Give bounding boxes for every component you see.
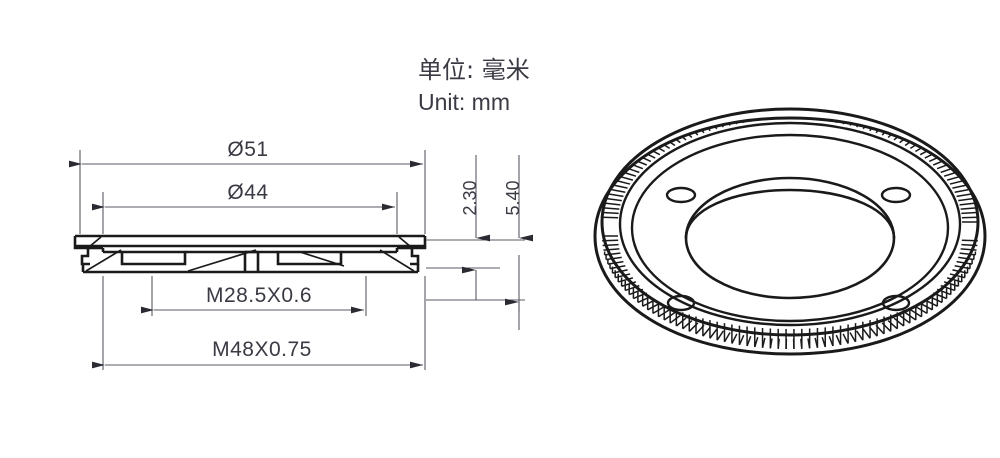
dimension-outer-diameter: Ø51 <box>69 138 426 234</box>
dimension-flange-diameter: Ø44 <box>92 181 398 234</box>
dimension-inner-thread: M28.5X0.6 <box>141 276 367 316</box>
bolt-hole-upper-left <box>665 186 697 204</box>
rim-outer-outline <box>593 116 987 356</box>
flange-face-ellipse <box>630 133 950 323</box>
rim-inner-ellipse <box>618 121 962 327</box>
unit-note-english: Unit: mm <box>418 89 510 115</box>
rim-top-ellipse <box>600 107 980 337</box>
section-part-geometry <box>73 234 427 274</box>
dimension-label-outer-diameter: Ø51 <box>227 138 268 161</box>
vertical-dimension-group: 2.30 5.40 <box>426 155 533 330</box>
dimension-label-inner-thread: M28.5X0.6 <box>206 284 312 307</box>
section-hatch-lines <box>85 236 415 272</box>
dimension-label-thickness-total: 5.40 <box>503 180 523 215</box>
isometric-ring-view <box>593 107 987 356</box>
dimension-label-flange-diameter: Ø44 <box>227 181 268 204</box>
bolt-hole-upper-right <box>880 186 912 204</box>
dimension-label-thickness-small: 2.30 <box>460 180 480 215</box>
unit-note-chinese: 单位: 毫米 <box>418 56 530 84</box>
dimension-outer-thread: M48X0.75 <box>92 276 426 370</box>
bolt-hole-lower-right <box>881 294 911 312</box>
dimension-label-outer-thread: M48X0.75 <box>212 338 312 361</box>
bore-inner-ellipse <box>684 188 896 239</box>
bolt-hole-lower-left <box>666 294 696 312</box>
unit-note-block: 单位: 毫米 Unit: mm <box>418 56 530 115</box>
